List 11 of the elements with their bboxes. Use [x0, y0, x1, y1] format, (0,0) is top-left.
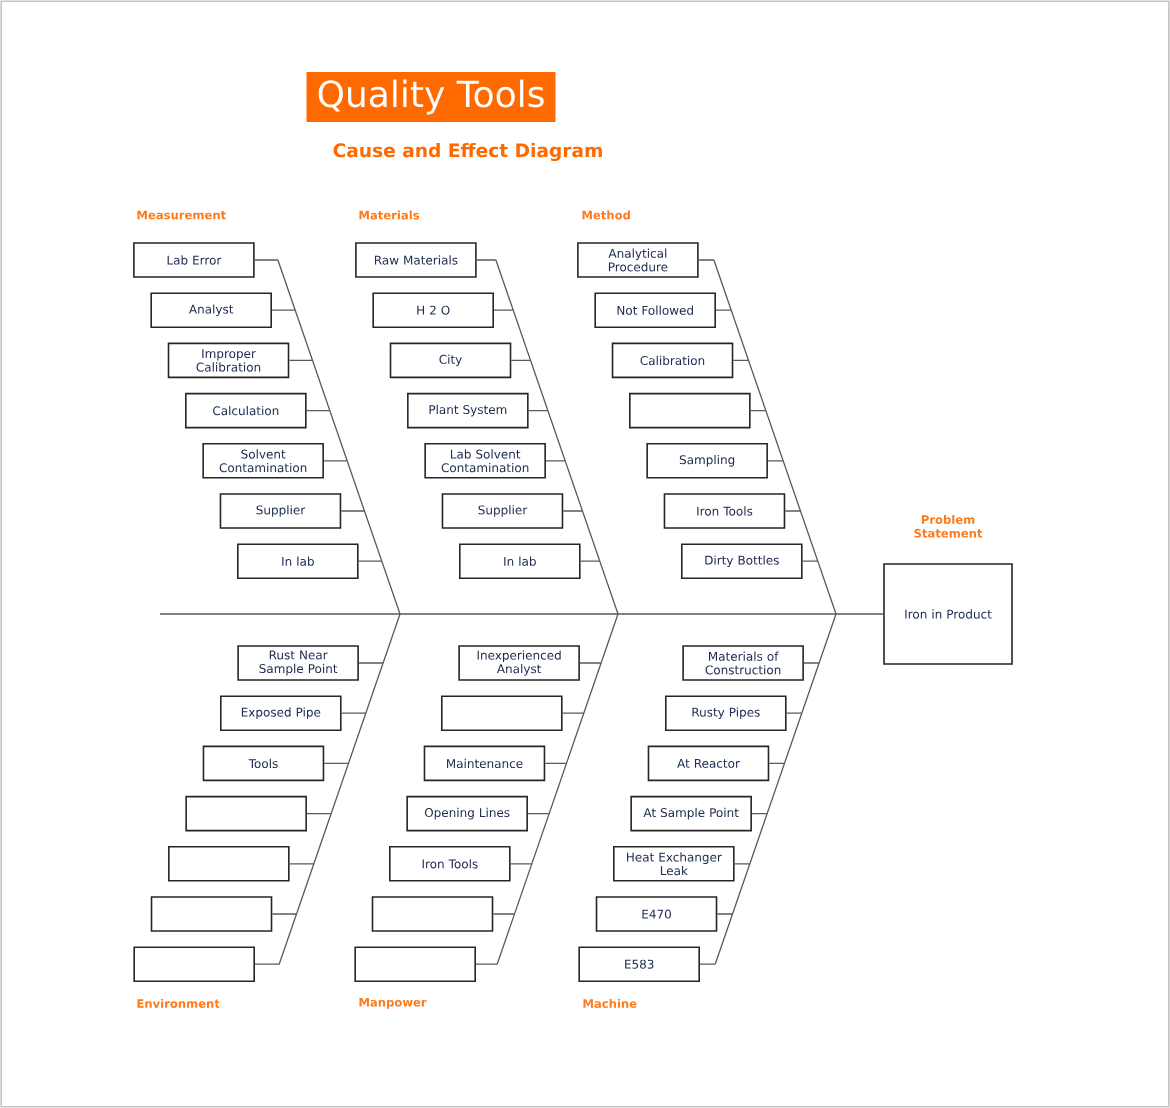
empty-box [441, 695, 563, 731]
empty-box [168, 846, 290, 882]
empty-box [133, 946, 255, 982]
empty-box [371, 896, 494, 932]
subtitle: Cause and Effect Diagram [333, 142, 602, 162]
empty-box [629, 392, 751, 429]
empty-box [185, 795, 307, 832]
title-banner: Quality Tools [306, 72, 556, 122]
empty-box [150, 896, 273, 932]
fishbone-connector [159, 259, 884, 965]
empty-box [354, 946, 476, 982]
